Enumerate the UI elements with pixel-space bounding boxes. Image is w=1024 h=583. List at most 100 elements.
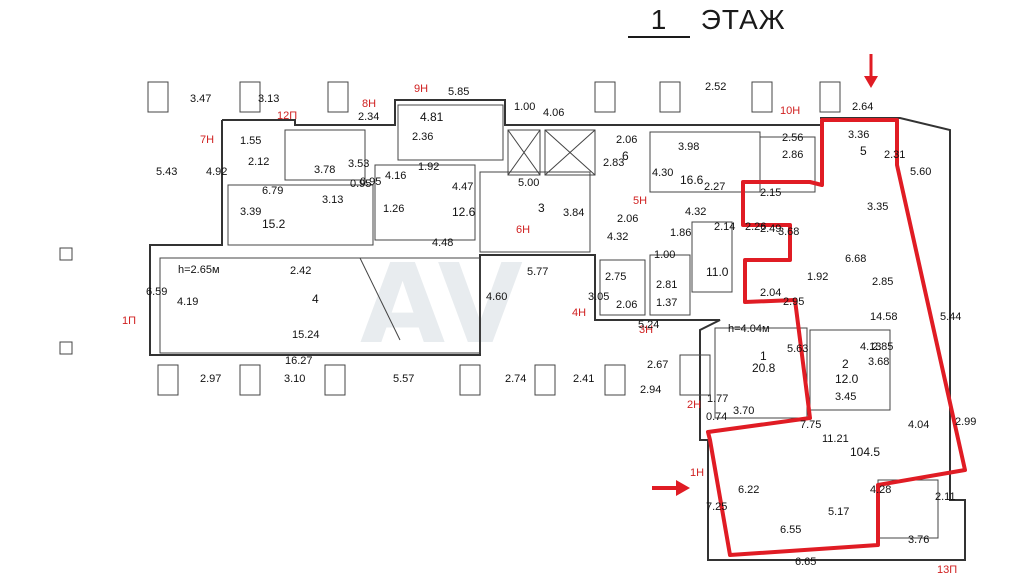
building-walls	[149, 99, 966, 561]
small-room	[679, 354, 711, 396]
dimension-label: 2.06	[616, 299, 637, 311]
dimension-label: 4.48	[432, 237, 453, 249]
dimension-label: 5.63	[787, 343, 808, 355]
dimension-label: 2.06	[617, 213, 638, 225]
room-area: 104.5	[850, 445, 880, 459]
room-10n	[759, 136, 816, 193]
room-120	[809, 329, 891, 411]
floor-number: 1	[628, 4, 690, 38]
dimension-label: 2.56	[782, 132, 803, 144]
dimension-label: 1.55	[240, 135, 261, 147]
dimension-label: 5.44	[940, 311, 961, 323]
dimension-label: 3.47	[190, 93, 211, 105]
dimension-label: 4.04	[908, 419, 929, 431]
height-label-office: h=4.04м	[728, 323, 770, 335]
dimension-label: 2.85	[872, 276, 893, 288]
room-3n	[649, 254, 691, 316]
side-marker	[59, 247, 73, 261]
dimension-label: 15.24	[292, 329, 320, 341]
dimension-label: 2.97	[200, 373, 221, 385]
window-marker	[147, 81, 169, 113]
dimension-label: 4.28	[870, 484, 891, 496]
room-area: 12.0	[835, 372, 859, 386]
unit-label: 1П	[122, 315, 136, 327]
dimension-label: 5.77	[527, 266, 548, 278]
dimension-label: 3.35	[867, 201, 888, 213]
dimension-label: 2.83	[603, 157, 624, 169]
dimension-label: 0.95	[350, 178, 371, 190]
side-marker	[59, 341, 73, 355]
window-marker	[239, 81, 261, 113]
window-marker	[751, 81, 773, 113]
window-marker	[239, 364, 261, 396]
dimension-label: 0.74	[706, 411, 727, 423]
dimension-label: 5.24	[638, 319, 659, 331]
room-126	[374, 164, 476, 241]
unit-label: 1Н	[690, 467, 704, 479]
dimension-label: 2.99	[955, 416, 976, 428]
dimension-label: 6.68	[845, 253, 866, 265]
window-marker	[594, 81, 616, 113]
dimension-label: 5.43	[156, 166, 177, 178]
unit-label: 6Н	[516, 224, 530, 236]
arrow-right-icon	[652, 480, 690, 496]
dimension-label: 5.00	[518, 177, 539, 189]
room-area: 20.8	[752, 361, 776, 375]
dimension-label: 2.04	[760, 287, 781, 299]
highlighted-premises-outline	[706, 118, 967, 557]
dimension-label: 4.92	[206, 166, 227, 178]
room-6n	[479, 171, 591, 253]
room-110	[691, 221, 733, 293]
unit-label: 12П	[277, 110, 297, 122]
dimension-label: 4.19	[177, 296, 198, 308]
dimension-label: 2.12	[248, 156, 269, 168]
room-area: 16.6	[680, 173, 704, 187]
dimension-label: 2.52	[705, 81, 726, 93]
dimension-label: 4.32	[685, 206, 706, 218]
room-152	[227, 184, 374, 246]
dimension-label: 3.05	[588, 291, 609, 303]
unit-label: 8Н	[362, 98, 376, 110]
hall-diagonal	[359, 257, 401, 341]
unit-label: 2Н	[687, 399, 701, 411]
window-marker	[819, 81, 841, 113]
room-number: 6	[622, 149, 629, 163]
dimension-label: 2.64	[852, 101, 873, 113]
dimension-label: 2.14	[714, 221, 735, 233]
room-208	[714, 327, 808, 419]
dimension-label: 4.06	[543, 107, 564, 119]
window-marker	[534, 364, 556, 396]
dimension-label: 11.21	[822, 433, 849, 445]
dimension-label: 2.67	[647, 359, 668, 371]
unit-label: 3Н	[639, 324, 653, 336]
room-area: 15.2	[262, 217, 286, 231]
room-number: 4	[312, 292, 319, 306]
dimension-label: 3.70	[733, 405, 754, 417]
room-area: 4.81	[420, 110, 444, 124]
dimension-label: 2.15	[760, 187, 781, 199]
window-marker	[459, 364, 481, 396]
elevator-shaft	[544, 129, 596, 176]
dimension-label: 1.92	[418, 161, 439, 173]
dimension-label: 4.30	[652, 167, 673, 179]
room-4n	[599, 259, 646, 316]
top-wall	[222, 99, 820, 126]
window-marker	[604, 364, 626, 396]
dimension-label: 3.68	[868, 356, 889, 368]
dimension-label: 4.32	[607, 231, 628, 243]
unit-label: 4Н	[572, 307, 586, 319]
dimension-label: 4.60	[486, 291, 507, 303]
room-area: 11.0	[706, 265, 729, 279]
dimension-label: 2.36	[412, 131, 433, 143]
floor-word: ЭТАЖ	[700, 4, 786, 35]
bottom-window-markers	[157, 364, 626, 396]
unit-label: 9Н	[414, 83, 428, 95]
dimension-label: 3.98	[678, 141, 699, 153]
dimension-label: 3.39	[240, 206, 261, 218]
dimension-label: 2.41	[573, 373, 594, 385]
dimension-label: 2.31	[884, 149, 905, 161]
dimension-label: 2.42	[290, 265, 311, 277]
unit-label: 5Н	[633, 195, 647, 207]
